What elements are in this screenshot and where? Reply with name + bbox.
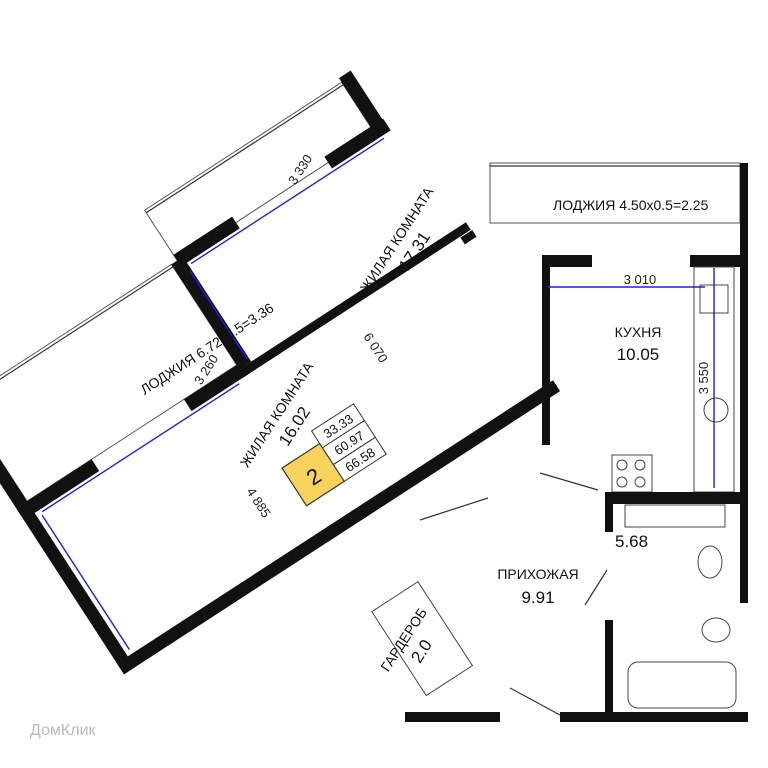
- wall-segment-2: [183, 361, 251, 412]
- wall-partition-rooms: [171, 256, 252, 370]
- watermark: ДомКлик: [30, 722, 96, 739]
- bath-area: 5.68: [615, 532, 648, 551]
- stove-burner-4: [634, 476, 646, 488]
- wall-segment-3: [173, 216, 240, 267]
- kitchen-wall-top-left: [542, 255, 592, 267]
- toilet: [697, 545, 723, 579]
- loggia-top-glazing: [145, 84, 344, 214]
- door-living-1: [419, 497, 489, 521]
- badge-area-loggias-box: [332, 436, 387, 483]
- wall-inner-divider: [239, 222, 471, 377]
- bathtub: [627, 661, 737, 709]
- stove: [611, 454, 653, 493]
- exterior-wall-bottom: [116, 380, 561, 675]
- dimension-line-6070: [189, 270, 248, 360]
- door-bath: [584, 569, 608, 606]
- exterior-wall-right: [740, 163, 748, 603]
- exterior-wall-bottom-left: [405, 712, 500, 722]
- wall-segment-1: [16, 459, 100, 521]
- hall-label: ПРИХОЖАЯ: [497, 566, 578, 582]
- loggia-left-glazing: [0, 266, 174, 404]
- bath-wall-left-upper: [605, 492, 613, 532]
- dimension-4885: 4 885: [244, 485, 274, 520]
- wardrobe-shelving: [371, 581, 474, 697]
- bath-wall-top: [605, 492, 740, 504]
- dimension-line-4885: [41, 514, 130, 650]
- loggia-right-area: [489, 162, 741, 224]
- dimension-3010: 3 010: [624, 272, 657, 287]
- dimension-line-3260: [41, 383, 240, 513]
- entrance-door: [509, 687, 561, 716]
- hall-area: 9.91: [521, 588, 554, 607]
- bath-wall-left-lower: [605, 620, 613, 715]
- kitchen-wall-top-right: [690, 255, 740, 267]
- bath-sink: [701, 617, 731, 643]
- stove-burner-2: [634, 459, 646, 471]
- dimension-3550: 3 550: [696, 362, 711, 395]
- bath-cabinet: [624, 504, 726, 528]
- wall-segment-5: [338, 70, 389, 137]
- kitchen-appliance: [703, 397, 729, 423]
- stove-burner-1: [616, 459, 628, 471]
- loggia-top-area: [143, 81, 376, 262]
- dimension-6070: 6 070: [361, 330, 391, 365]
- kitchen-label: КУХНЯ: [615, 324, 662, 340]
- kitchen-area: 10.05: [617, 345, 660, 364]
- exterior-wall-bottom-right: [560, 712, 748, 722]
- door-kitchen: [539, 472, 599, 491]
- apartment-badge: 2 33.33 60.97 66.58: [281, 403, 387, 507]
- wall-stub: [460, 230, 477, 245]
- loggia-left-wall: [0, 400, 28, 509]
- kitchen-wall-left: [542, 255, 550, 445]
- exterior-wall-left: [16, 501, 135, 675]
- stove-burner-3: [616, 476, 628, 488]
- loggia-right-label: ЛОДЖИЯ 4.50x0.5=2.25: [553, 197, 709, 213]
- dimension-line-3330: [190, 137, 385, 265]
